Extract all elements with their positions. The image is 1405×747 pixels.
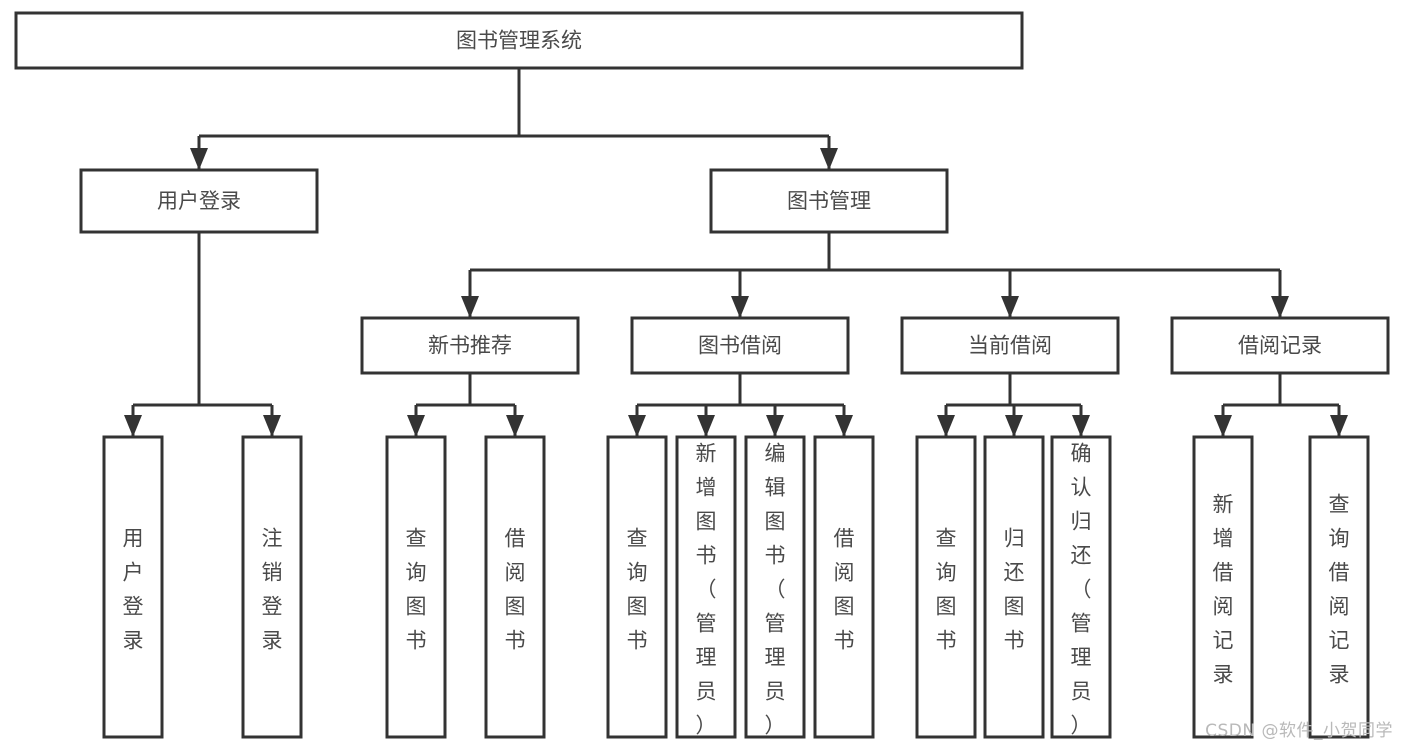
node-leaf-borrow-book[interactable]: 借阅图书: [813, 435, 875, 739]
node-leaf-query-book-label: 查询图书: [627, 527, 648, 653]
node-leaf-add-book-admin[interactable]: 新增图书（管理员）: [675, 435, 737, 739]
node-leaf-confirm-return[interactable]: 确认归还（管理员）: [1050, 435, 1112, 739]
node-book-borrow-rect: [630, 316, 850, 375]
node-borrow-record[interactable]: 借阅记录: [1170, 316, 1390, 375]
node-current-borrow[interactable]: 当前借阅: [900, 316, 1120, 375]
arrow-head-icon: [1271, 296, 1289, 318]
connectors-layer: [124, 68, 1348, 437]
arrow-head-icon: [937, 415, 955, 437]
node-root-rect: [14, 11, 1024, 70]
arrow-head-icon: [1330, 415, 1348, 437]
node-leaf-query-book[interactable]: 查询图书: [606, 435, 668, 739]
node-book-manage-rect: [709, 168, 949, 234]
node-leaf-borrow-book-new-label: 借阅图书: [505, 527, 526, 653]
node-leaf-return-book[interactable]: 归还图书: [983, 435, 1045, 739]
node-leaf-query-book-new[interactable]: 查询图书: [385, 435, 447, 739]
node-leaf-user-login[interactable]: 用户登录: [102, 435, 164, 739]
arrow-head-icon: [190, 148, 208, 170]
node-leaf-confirm-return-label: 确认归还（管理员）: [1071, 442, 1092, 738]
node-leaf-add-book-admin-label: 新增图书（管理员）: [696, 442, 717, 738]
arrow-head-icon: [835, 415, 853, 437]
node-leaf-add-borrow-record[interactable]: 新增借阅记录: [1192, 435, 1254, 739]
node-current-borrow-rect: [900, 316, 1120, 375]
node-leaf-borrow-book-new[interactable]: 借阅图书: [484, 435, 546, 739]
node-leaf-query-borrow-record[interactable]: 查询借阅记录: [1308, 435, 1370, 739]
node-leaf-query-book-new-label: 查询图书: [406, 527, 427, 653]
node-book-manage-label: 图书管理: [787, 189, 871, 213]
arrow-head-icon: [506, 415, 524, 437]
node-leaf-query-book-cur-rect: [915, 435, 977, 739]
node-leaf-user-login-label: 用户登录: [123, 527, 144, 653]
node-user-login-rect: [79, 168, 319, 234]
node-leaf-borrow-book-rect: [813, 435, 875, 739]
node-leaf-add-borrow-record-rect: [1192, 435, 1254, 739]
node-leaf-return-book-rect: [983, 435, 1045, 739]
node-leaf-borrow-book-label: 借阅图书: [834, 527, 855, 653]
node-leaf-add-book-admin-rect: [675, 435, 737, 739]
node-leaf-edit-book-admin-label: 编辑图书（管理员）: [765, 442, 786, 738]
node-leaf-user-logout-rect: [241, 435, 303, 739]
node-leaf-query-book-cur[interactable]: 查询图书: [915, 435, 977, 739]
arrow-head-icon: [628, 415, 646, 437]
node-user-login-label: 用户登录: [157, 189, 241, 213]
node-leaf-query-borrow-record-rect: [1308, 435, 1370, 739]
nodes-layer: 图书管理系统用户登录图书管理新书推荐图书借阅当前借阅借阅记录用户登录注销登录查询…: [14, 11, 1390, 739]
node-new-book-recommend-label: 新书推荐: [428, 334, 512, 358]
node-leaf-borrow-book-new-rect: [484, 435, 546, 739]
node-leaf-query-borrow-record-label: 查询借阅记录: [1329, 493, 1350, 687]
node-leaf-query-book-rect: [606, 435, 668, 739]
arrow-head-icon: [731, 296, 749, 318]
node-leaf-confirm-return-rect: [1050, 435, 1112, 739]
arrow-head-icon: [697, 415, 715, 437]
node-root-label: 图书管理系统: [456, 29, 582, 53]
node-root[interactable]: 图书管理系统: [14, 11, 1024, 70]
node-book-borrow-label: 图书借阅: [698, 334, 782, 358]
arrow-head-icon: [263, 415, 281, 437]
node-new-book-recommend[interactable]: 新书推荐: [360, 316, 580, 375]
node-leaf-query-book-cur-label: 查询图书: [936, 527, 957, 653]
node-new-book-recommend-rect: [360, 316, 580, 375]
node-book-borrow[interactable]: 图书借阅: [630, 316, 850, 375]
arrow-head-icon: [1005, 415, 1023, 437]
arrow-head-icon: [766, 415, 784, 437]
node-leaf-edit-book-admin-rect: [744, 435, 806, 739]
arrow-head-icon: [461, 296, 479, 318]
arrow-head-icon: [1001, 296, 1019, 318]
node-current-borrow-label: 当前借阅: [968, 334, 1052, 358]
arrow-head-icon: [124, 415, 142, 437]
node-user-login[interactable]: 用户登录: [79, 168, 319, 234]
node-leaf-edit-book-admin[interactable]: 编辑图书（管理员）: [744, 435, 806, 739]
node-leaf-query-book-new-rect: [385, 435, 447, 739]
node-leaf-add-borrow-record-label: 新增借阅记录: [1213, 493, 1234, 687]
node-book-manage[interactable]: 图书管理: [709, 168, 949, 234]
node-borrow-record-rect: [1170, 316, 1390, 375]
node-leaf-return-book-label: 归还图书: [1004, 527, 1025, 653]
node-borrow-record-label: 借阅记录: [1238, 334, 1322, 358]
arrow-head-icon: [1072, 415, 1090, 437]
arrow-head-icon: [1214, 415, 1232, 437]
node-leaf-user-logout-label: 注销登录: [262, 527, 283, 653]
node-leaf-user-logout[interactable]: 注销登录: [241, 435, 303, 739]
node-leaf-user-login-rect: [102, 435, 164, 739]
arrow-head-icon: [407, 415, 425, 437]
arrow-head-icon: [820, 148, 838, 170]
